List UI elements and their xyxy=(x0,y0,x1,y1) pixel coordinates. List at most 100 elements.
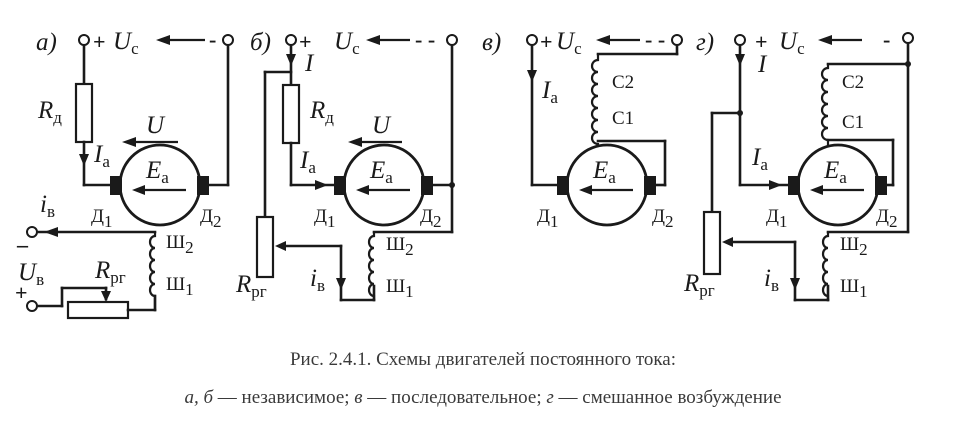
panel-b-brush-d1-label: Д1 xyxy=(314,206,335,231)
panel-c-c1-label: С1 xyxy=(612,108,634,129)
panel-a-shunt-field-winding xyxy=(148,232,157,310)
panel-a-series-resistor-label: Rд xyxy=(37,97,62,127)
panel-a-tag: а) xyxy=(36,29,57,56)
panel-b-minus-sign: - - xyxy=(415,27,435,52)
panel-b-shunt-field-winding xyxy=(367,232,376,300)
panel-d-rheostat xyxy=(702,210,722,276)
caption-line-2: а, б — независимое; в — последовательное… xyxy=(184,387,781,408)
panel-a-brush-d1 xyxy=(110,176,122,195)
panel-b-brush-d2 xyxy=(421,176,433,195)
panel-c-c2-label: С2 xyxy=(612,72,634,93)
panel-a-plus-sign: + xyxy=(93,29,106,54)
panel-a-field-minus-sign: – xyxy=(16,232,29,257)
panel-d-sh1-label: Ш1 xyxy=(840,276,868,301)
panel-d-series-field-winding xyxy=(820,64,830,146)
panel-b-armature-current-arrow xyxy=(315,180,328,190)
panel-c-minus-sign: - - xyxy=(645,27,665,52)
caption-seg: г xyxy=(546,387,553,408)
panel-d-armature-current-arrow xyxy=(769,180,782,190)
panel-d-rheostat-label: Rрг xyxy=(683,270,715,300)
panel-a-field-terminal-plus xyxy=(26,300,38,312)
panel-c-emf-label: Ea xyxy=(592,157,616,187)
panel-d-brush-d1-label: Д1 xyxy=(766,206,787,231)
panel-c-supply-label: Uc xyxy=(556,28,582,58)
panel-a-brush-d2 xyxy=(197,176,209,195)
panel-b-field-current-label: iв xyxy=(310,265,325,295)
panel-a-terminal-minus xyxy=(222,34,234,46)
caption-seg: — независимое; xyxy=(213,387,354,408)
panel-d-shunt-field-winding xyxy=(821,232,830,300)
panel-c-armature-current-label: Ia xyxy=(541,77,558,107)
panel-b-sh1-label: Ш1 xyxy=(386,276,414,301)
panel-d: г) + Uc - I Rрг iв Ia Ea Д1 Д2 xyxy=(683,27,914,302)
panel-d-plus-sign: + xyxy=(755,29,768,54)
panel-d-c2-label: С2 xyxy=(842,72,864,93)
panel-b-field-current-arrow xyxy=(336,278,346,290)
panel-d-emf-arrowhead xyxy=(810,185,823,195)
panel-c-armature-current-arrow xyxy=(527,70,537,82)
panel-d-sh2-label: Ш2 xyxy=(840,234,868,259)
panel-a-supply-arrowhead xyxy=(156,35,170,45)
panel-a-emf-arrowhead xyxy=(132,185,145,195)
panel-c-brush-d2 xyxy=(644,176,656,195)
panel-b-supply-label: Uc xyxy=(334,28,360,58)
panel-b-junction xyxy=(449,182,455,188)
panel-a-voltage-arrowhead xyxy=(122,137,136,147)
panel-a-rheostat-label: Rрг xyxy=(94,257,126,287)
panel-a-terminal-plus xyxy=(78,34,90,46)
panel-a-sh2-label: Ш2 xyxy=(166,232,194,257)
panel-a-voltage-label: U xyxy=(146,112,166,139)
caption-seg: а, б xyxy=(184,387,214,408)
panel-d-brush-d2-label: Д2 xyxy=(876,206,897,231)
panel-d-line-current-arrow xyxy=(735,54,745,66)
panel-c-brush-d1-label: Д1 xyxy=(537,206,558,231)
panel-b-tag: б) xyxy=(250,29,271,56)
panel-d-terminal-plus xyxy=(734,34,746,46)
panel-d-junction xyxy=(737,110,743,116)
panel-a-field-terminal-minus xyxy=(26,226,38,238)
caption-seg: — смешанное возбуждение xyxy=(554,387,782,408)
panel-b-line-current-arrow xyxy=(286,54,296,66)
panel-a-field-supply-label: Uв xyxy=(18,259,44,289)
panel-a-rheostat xyxy=(66,300,130,320)
panel-b-sh2-label: Ш2 xyxy=(386,234,414,259)
panel-d-emf-label: Ea xyxy=(823,157,847,187)
panel-c-terminal-plus xyxy=(526,34,538,46)
panel-b-brush-d2-label: Д2 xyxy=(420,206,441,231)
panel-b-emf-label: Ea xyxy=(369,157,393,187)
panel-a-brush-d2-label: Д2 xyxy=(200,206,221,231)
panel-d-armature-current-label: Ia xyxy=(751,144,768,174)
panel-c-emf-arrowhead xyxy=(579,185,592,195)
panel-d-brush-d1 xyxy=(788,176,800,195)
panel-c-brush-d1 xyxy=(557,176,569,195)
panel-c-supply-arrowhead xyxy=(596,35,610,45)
panel-b: б) + Uc - - I Rрг iв Rд Ia U Ea xyxy=(235,27,458,302)
panel-d-brush-d2 xyxy=(875,176,887,195)
panel-a-supply-label: Uc xyxy=(113,28,139,58)
panel-a-armature-current-label: Ia xyxy=(93,141,110,171)
panel-b-emf-arrowhead xyxy=(356,185,369,195)
panel-a-emf-label: Ea xyxy=(145,157,169,187)
panel-a-field-current-arrow xyxy=(44,227,58,237)
panel-b-supply-arrowhead xyxy=(366,35,380,45)
panel-b-brush-d1 xyxy=(334,176,346,195)
panel-b-voltage-label: U xyxy=(372,112,392,139)
panel-b-rheostat xyxy=(255,215,275,279)
panel-d-tag: г) xyxy=(696,29,714,56)
panel-d-junction xyxy=(905,61,911,67)
panel-b-series-resistor xyxy=(281,83,301,145)
panel-c-tag: в) xyxy=(482,29,501,56)
caption-seg: в xyxy=(354,387,362,408)
caption-seg: — последовательное; xyxy=(363,387,547,408)
caption-line-1: Рис. 2.4.1. Схемы двигателей постоянного… xyxy=(290,349,676,370)
panel-a-brush-d1-label: Д1 xyxy=(91,206,112,231)
panel-a-field-plus-sign: + xyxy=(15,280,28,305)
panel-a-series-resistor xyxy=(74,82,94,144)
panel-a: а) + Uc - - Rд Ia U Ea Д1 Д2 iв – Uв + xyxy=(15,27,234,320)
panel-d-c1-label: С1 xyxy=(842,112,864,133)
panel-b-voltage-arrowhead xyxy=(348,137,362,147)
panel-c-plus-sign: + xyxy=(540,29,553,54)
panel-d-minus-sign: - xyxy=(883,27,890,52)
